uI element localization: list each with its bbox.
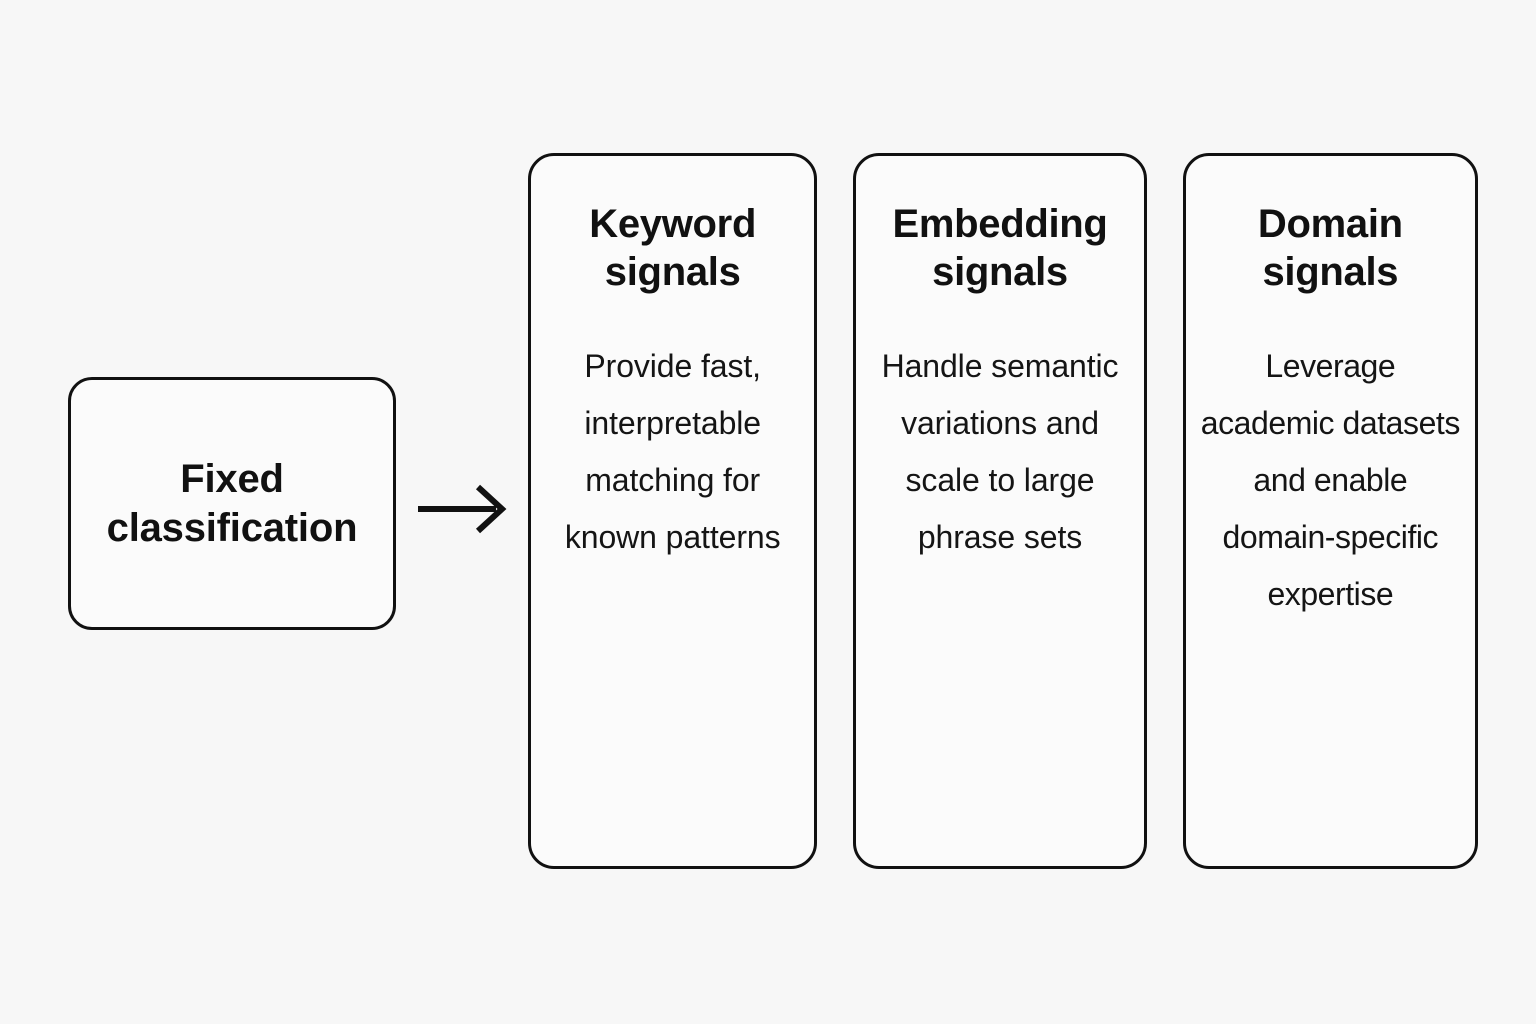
arrow-right-icon — [412, 480, 512, 538]
card-title: Domain signals — [1257, 202, 1403, 294]
card-body: Handle semantic variations and scale to … — [881, 348, 1119, 555]
card-body: Leverage academic datasets and enable do… — [1200, 348, 1461, 612]
card-title: Embedding signals — [892, 202, 1108, 294]
source-node-fixed-classification[interactable]: Fixed classification — [68, 377, 396, 630]
card-body: Provide fast, interpretable matching for… — [564, 348, 781, 555]
card-keyword-signals[interactable]: Keyword signals Provide fast, interpreta… — [528, 153, 818, 869]
card-embedding-signals[interactable]: Embedding signals Handle semantic variat… — [853, 153, 1147, 869]
source-node-label: Fixed classification — [106, 456, 358, 550]
signal-cards-row: Keyword signals Provide fast, interpreta… — [528, 153, 1478, 869]
card-domain-signals[interactable]: Domain signals Leverage academic dataset… — [1182, 153, 1478, 869]
card-title: Keyword signals — [589, 202, 757, 294]
